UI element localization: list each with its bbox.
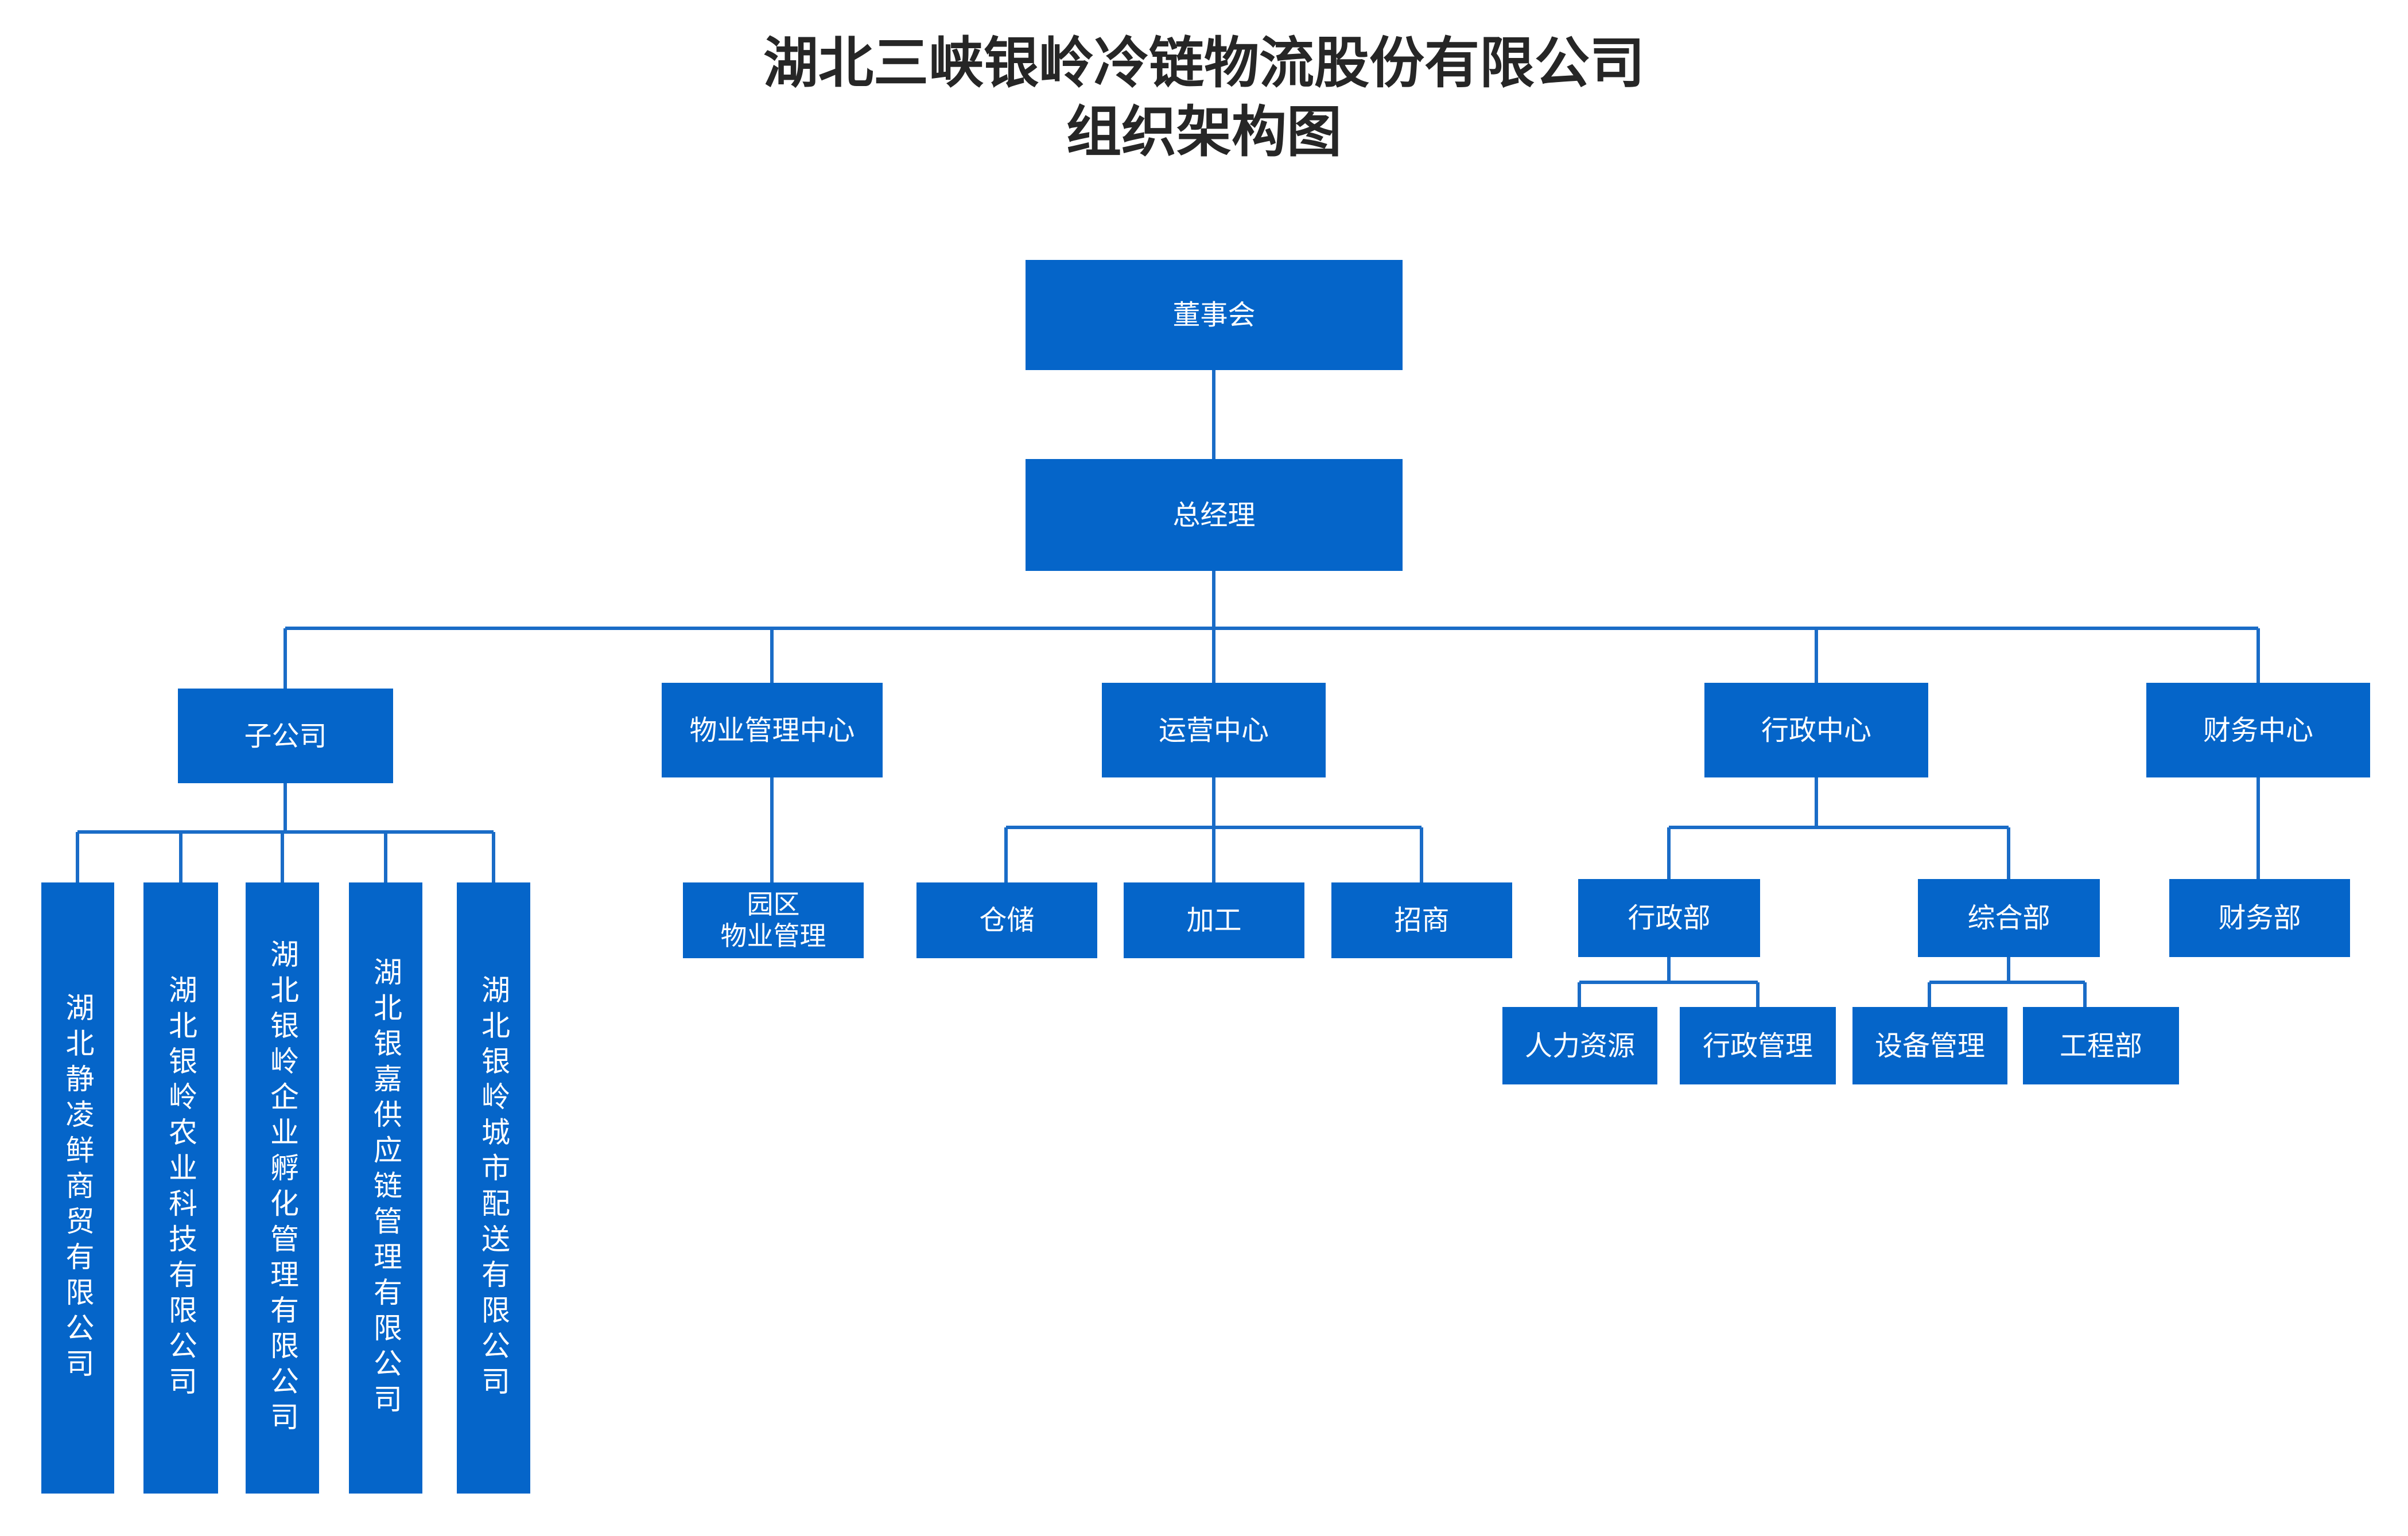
subsidiary-item: 湖北静凌鲜商贸有限公司 (41, 882, 114, 1494)
processing-box: 加工 (1124, 882, 1304, 958)
general-dept-label: 综合部 (1967, 902, 2050, 934)
subsidiary-box: 子公司 (178, 689, 393, 783)
warehouse-box: 仓储 (916, 882, 1097, 958)
hr-box: 人力资源 (1502, 1007, 1657, 1084)
park-property-line1: 园区 (747, 888, 800, 920)
general-manager-label: 总经理 (1172, 499, 1256, 531)
property-center-label: 物业管理中心 (689, 714, 855, 746)
admin-dept-box: 行政部 (1578, 879, 1760, 957)
warehouse-label: 仓储 (979, 904, 1035, 936)
admin-center-box: 行政中心 (1704, 683, 1928, 777)
finance-center-label: 财务中心 (2203, 714, 2313, 746)
park-property-line2: 物业管理 (720, 920, 826, 951)
subsidiary-item-label: 湖北静凌鲜商贸有限公司 (61, 992, 95, 1384)
subsidiary-item-label: 湖北银岭企业孵化管理有限公司 (266, 939, 299, 1437)
admin-dept-label: 行政部 (1628, 902, 1711, 934)
board-label: 董事会 (1172, 299, 1256, 331)
subsidiary-label: 子公司 (244, 720, 327, 752)
operations-center-box: 运营中心 (1102, 683, 1326, 777)
hr-label: 人力资源 (1524, 1029, 1635, 1062)
engineering-dept-box: 工程部 (2023, 1007, 2179, 1084)
processing-label: 加工 (1186, 904, 1242, 936)
park-property-text: 园区 物业管理 (721, 889, 826, 952)
equipment-management-label: 设备管理 (1874, 1029, 1985, 1062)
admin-management-box: 行政管理 (1680, 1007, 1836, 1084)
admin-management-label: 行政管理 (1702, 1029, 1813, 1062)
subsidiary-item-label: 湖北银岭农业科技有限公司 (164, 974, 197, 1402)
subsidiary-item: 湖北银岭农业科技有限公司 (143, 882, 218, 1494)
equipment-management-box: 设备管理 (1852, 1007, 2007, 1084)
general-dept-box: 综合部 (1918, 879, 2100, 957)
park-property-box: 园区 物业管理 (683, 882, 864, 958)
property-center-box: 物业管理中心 (662, 683, 883, 777)
subsidiary-item: 湖北银嘉供应链管理有限公司 (349, 882, 422, 1494)
admin-center-label: 行政中心 (1761, 714, 1871, 746)
chart-title: 组织架构图 (1066, 100, 1342, 164)
operations-center-label: 运营中心 (1158, 714, 1269, 746)
finance-dept-label: 财务部 (2218, 902, 2301, 934)
finance-dept-box: 财务部 (2169, 879, 2350, 957)
subsidiary-item: 湖北银岭城市配送有限公司 (457, 882, 530, 1494)
general-manager-box: 总经理 (1026, 459, 1403, 571)
subsidiary-item-label: 湖北银岭城市配送有限公司 (477, 974, 510, 1402)
engineering-dept-label: 工程部 (2059, 1029, 2142, 1062)
investment-label: 招商 (1394, 904, 1450, 936)
company-title: 湖北三峡银岭冷链物流股份有限公司 (763, 31, 1645, 95)
subsidiary-item: 湖北银岭企业孵化管理有限公司 (246, 882, 319, 1494)
subsidiary-item-label: 湖北银嘉供应链管理有限公司 (369, 956, 402, 1420)
investment-box: 招商 (1331, 882, 1512, 958)
finance-center-box: 财务中心 (2146, 683, 2370, 777)
board-box: 董事会 (1026, 260, 1403, 370)
